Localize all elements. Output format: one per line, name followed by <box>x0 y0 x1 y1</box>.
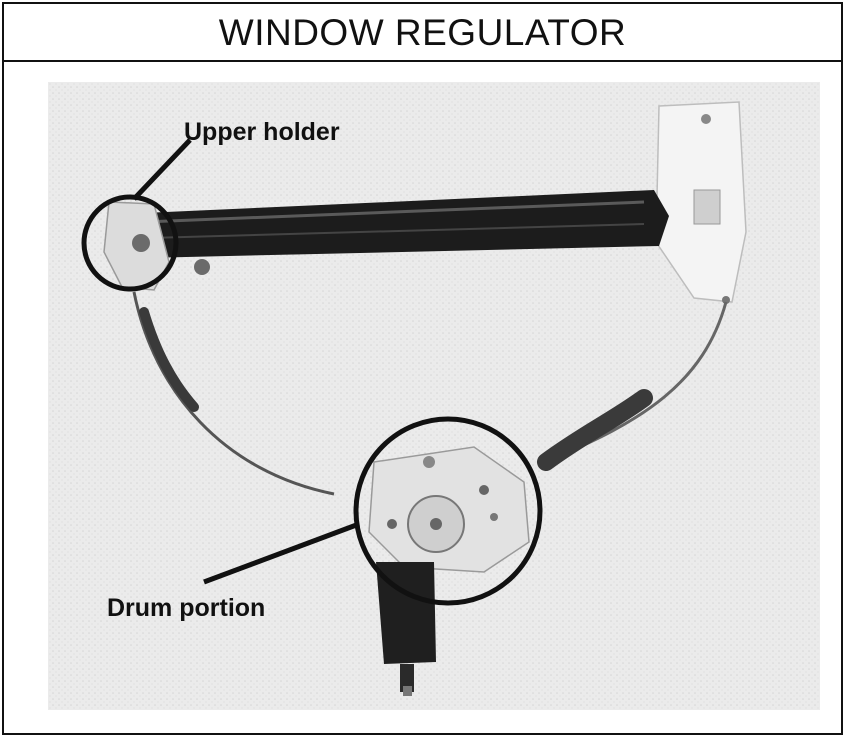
bracket-hole <box>701 114 711 124</box>
guide-rail-highlight <box>143 200 645 224</box>
figure-header: WINDOW REGULATOR <box>4 4 841 62</box>
bracket-bolt <box>722 296 730 304</box>
drum-portion-label: Drum portion <box>107 594 266 622</box>
cable-left <box>132 291 335 496</box>
upper-holder-bolt <box>132 234 150 252</box>
motor-shaft <box>400 664 414 692</box>
regulator-illustration <box>48 82 820 710</box>
upper-holder-leader-line <box>132 138 192 201</box>
motor-body <box>376 562 436 664</box>
drum-portion-callout-circle <box>353 416 543 606</box>
drum-screw-2 <box>479 485 489 495</box>
drum-portion-leader-line <box>203 521 360 585</box>
rail-rivet <box>194 259 210 275</box>
cable-tube-left <box>139 307 199 412</box>
figure-title: WINDOW REGULATOR <box>218 11 627 53</box>
regulator-photo: Upper holder Drum portion <box>4 62 841 733</box>
bracket-clip <box>693 189 721 225</box>
motor-tip <box>403 686 412 696</box>
drum-screw-1 <box>387 519 397 529</box>
drum-center <box>430 518 442 530</box>
drum-screw-4 <box>423 456 435 468</box>
drum-screw-3 <box>490 513 498 521</box>
upper-holder-label: Upper holder <box>184 118 340 146</box>
guide-rail-highlight-2 <box>148 223 645 239</box>
upper-holder-callout-circle <box>81 194 179 292</box>
cable-tube-right <box>537 389 653 471</box>
figure-frame: WINDOW REGULATOR <box>2 2 843 735</box>
